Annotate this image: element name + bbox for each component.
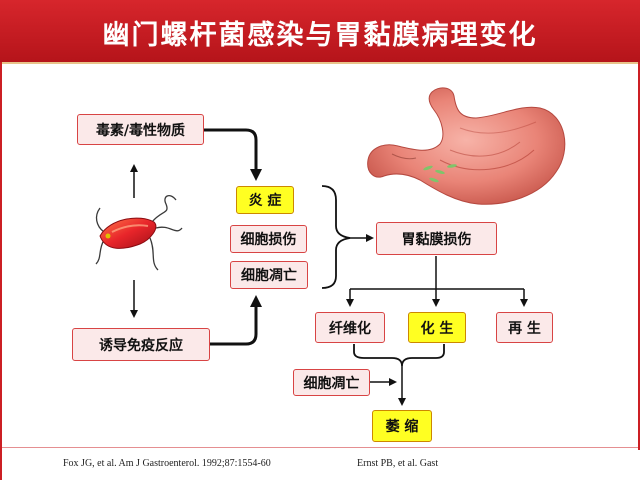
stomach-icon bbox=[367, 87, 566, 205]
arrow-toxins-to-inflammation bbox=[204, 128, 262, 181]
frame-left-line bbox=[0, 62, 2, 480]
frame-bottom-line bbox=[0, 447, 640, 448]
branch-mucosal-damage bbox=[346, 256, 528, 307]
fibrosis-box: 纤维化 bbox=[315, 312, 385, 343]
citation-left: Fox JG, et al. Am J Gastroenterol. 1992;… bbox=[63, 458, 271, 469]
brace-to-atrophy bbox=[353, 344, 445, 367]
metaplasia-box: 化 生 bbox=[408, 312, 466, 343]
atrophy-box: 萎 缩 bbox=[372, 410, 432, 442]
mucosal-damage-box: 胃黏膜损伤 bbox=[376, 222, 497, 255]
citation-fade-overlay bbox=[450, 450, 640, 480]
inflammation-box: 炎 症 bbox=[236, 186, 294, 214]
title-bar: 幽门螺杆菌感染与胃黏膜病理变化 bbox=[0, 0, 640, 64]
bacterium-icon bbox=[95, 195, 183, 271]
cell-death-box-upper: 细胞凋亡 bbox=[230, 261, 308, 289]
citation-right: Ernst PB, et al. Gast bbox=[357, 458, 439, 469]
frame-right-line bbox=[638, 62, 640, 480]
regeneration-box: 再 生 bbox=[496, 312, 553, 343]
cell-damage-box: 细胞损伤 bbox=[230, 225, 307, 253]
immune-response-box: 诱导免疫反应 bbox=[72, 328, 210, 361]
arrow-immune-to-cell-death bbox=[210, 295, 262, 346]
brace-to-mucosal-damage bbox=[321, 185, 351, 289]
slide-title: 幽门螺杆菌感染与胃黏膜病理变化 bbox=[102, 20, 538, 51]
toxins-box: 毒素/毒性物质 bbox=[77, 114, 204, 145]
cell-death-box-lower: 细胞凋亡 bbox=[293, 369, 370, 396]
